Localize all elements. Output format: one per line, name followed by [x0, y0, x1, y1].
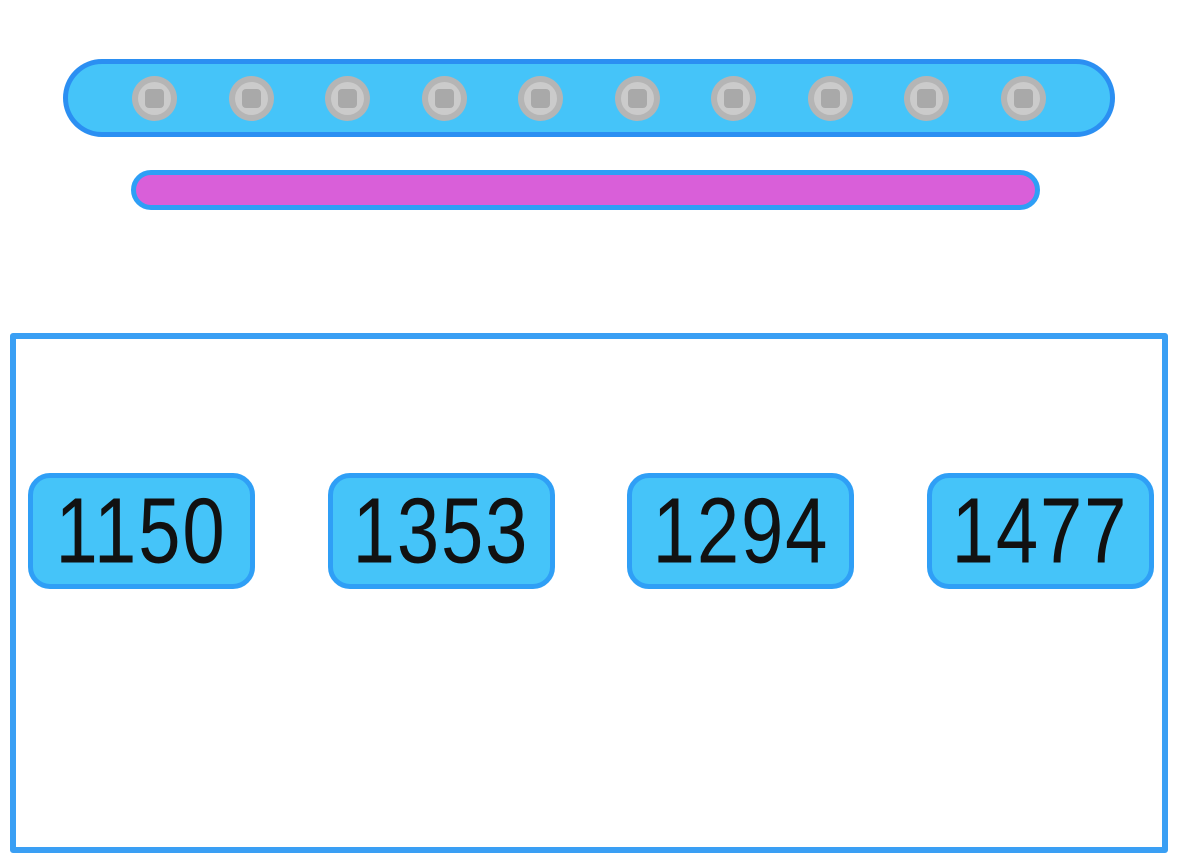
bead-square-icon [434, 88, 454, 108]
bead-tray [63, 59, 1115, 137]
bead-icon[interactable] [904, 75, 950, 121]
bead-icon[interactable] [228, 75, 274, 121]
answer-label: 1150 [55, 478, 228, 583]
bead-icon[interactable] [614, 75, 660, 121]
bead-icon[interactable] [132, 75, 177, 121]
bead-square-icon [531, 88, 551, 108]
bead-ring [138, 81, 171, 115]
bead-icon[interactable] [807, 75, 853, 121]
bead-icon[interactable] [518, 75, 564, 121]
bead-ring [524, 81, 558, 115]
answer-button[interactable]: 1353 [327, 473, 555, 589]
bead-icon[interactable] [421, 75, 467, 121]
answer-label: 1477 [952, 478, 1129, 583]
bead-ring [910, 81, 944, 115]
answer-button[interactable]: 1477 [926, 473, 1154, 589]
bead-square-icon [338, 88, 358, 108]
bead-ring [1006, 81, 1040, 115]
answer-button[interactable]: 1150 [28, 473, 255, 589]
bead-ring [813, 81, 847, 115]
answer-label: 1294 [652, 478, 830, 583]
bead-square-icon [627, 88, 647, 108]
answers-row: 1150 1353 1294 1477 [28, 473, 1154, 589]
bead-icon[interactable] [711, 75, 757, 121]
bead-square-icon [145, 88, 164, 108]
answer-label: 1353 [352, 478, 530, 583]
answer-button[interactable]: 1294 [627, 473, 855, 589]
bead-ring [331, 81, 365, 115]
bead-square-icon [1013, 88, 1033, 108]
pink-bar [131, 170, 1040, 210]
bead-square-icon [917, 88, 937, 108]
bead-square-icon [724, 88, 744, 108]
bead-square-icon [241, 88, 261, 108]
bead-ring [427, 81, 461, 115]
bead-ring [234, 81, 268, 115]
answer-panel: 1150 1353 1294 1477 [10, 333, 1168, 853]
bead-ring [620, 81, 654, 115]
bead-ring [717, 81, 751, 115]
bead-square-icon [820, 88, 840, 108]
bead-icon[interactable] [325, 75, 371, 121]
bead-icon[interactable] [1000, 75, 1046, 121]
